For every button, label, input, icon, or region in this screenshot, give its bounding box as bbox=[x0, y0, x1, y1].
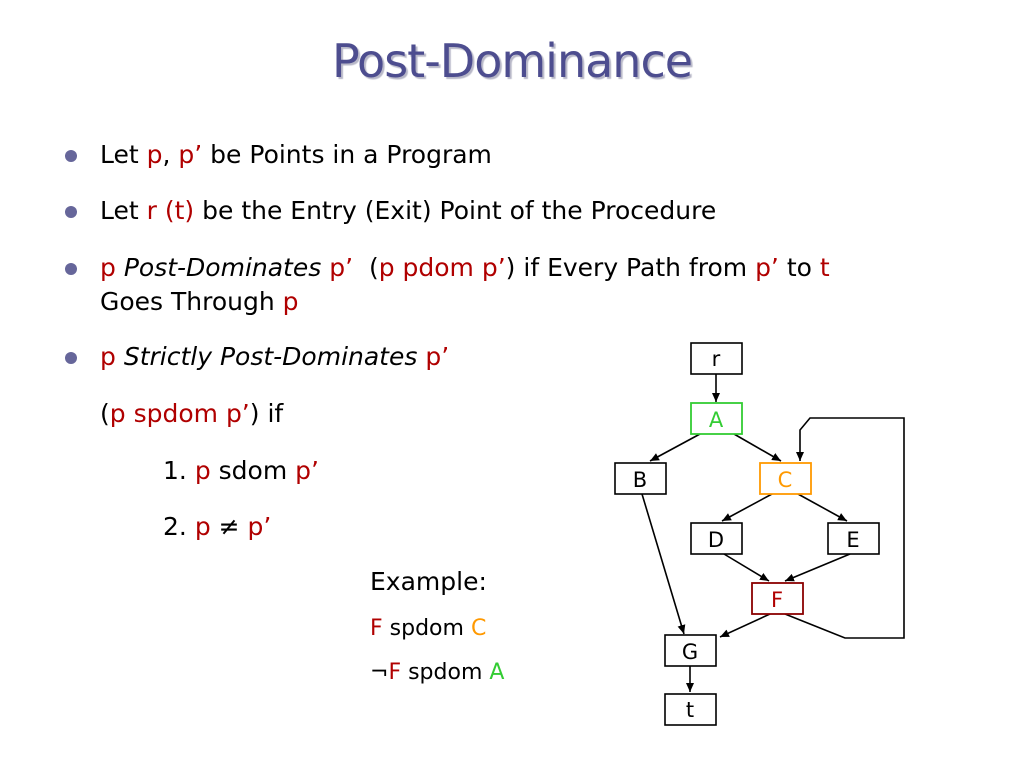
edge-c-d bbox=[721, 493, 773, 522]
text: be Points in a Program bbox=[202, 140, 492, 169]
text: 1. bbox=[163, 456, 195, 485]
var-r-t: r (t) bbox=[146, 196, 195, 225]
node-label: r bbox=[712, 347, 721, 371]
graph-node-r: r bbox=[690, 342, 743, 375]
edge-f-g bbox=[719, 613, 771, 638]
graph-node-c: C bbox=[759, 462, 812, 495]
var-p: p bbox=[194, 512, 211, 541]
text: ( bbox=[100, 399, 110, 428]
term-strictly-post-dominates: Strictly Post-Dominates bbox=[123, 342, 418, 371]
node-label: G bbox=[682, 640, 698, 664]
node-label: C bbox=[778, 468, 793, 492]
bullet-2: Let r (t) be the Entry (Exit) Point of t… bbox=[100, 196, 716, 226]
graph-node-g: G bbox=[664, 634, 717, 667]
node-ref-a: A bbox=[489, 660, 505, 685]
node-label: D bbox=[708, 528, 724, 552]
var-p-prime: p’ bbox=[295, 456, 319, 485]
spdom-definition: (p spdom p’) if bbox=[100, 399, 283, 429]
text: be the Entry (Exit) Point of the Procedu… bbox=[194, 196, 717, 225]
var-p-prime: p’ bbox=[178, 140, 203, 169]
example-line-1: F spdom C bbox=[370, 615, 486, 643]
text: ≠ bbox=[210, 512, 248, 541]
notation-pdom: p pdom p’ bbox=[378, 253, 506, 282]
text: spdom bbox=[382, 616, 471, 641]
node-ref-f: F bbox=[370, 616, 383, 641]
node-label: t bbox=[686, 698, 694, 722]
text: ) if bbox=[249, 399, 284, 428]
bullet-dot bbox=[65, 352, 77, 364]
node-label: B bbox=[633, 468, 647, 492]
var-p: p bbox=[146, 140, 163, 169]
bullet-dot bbox=[65, 206, 77, 218]
bullet-4: p Strictly Post-Dominates p’ bbox=[100, 342, 449, 372]
node-label: A bbox=[709, 408, 724, 432]
var-p-prime: p’ bbox=[247, 512, 272, 541]
text: Let bbox=[100, 140, 147, 169]
var-p-prime: p’ bbox=[329, 253, 354, 282]
edge-f-c bbox=[784, 417, 905, 639]
example-line-2: ¬F spdom A bbox=[370, 659, 504, 687]
graph-node-f: F bbox=[751, 582, 804, 615]
bullet-dot bbox=[65, 263, 77, 275]
text: to bbox=[778, 253, 820, 282]
condition-2: 2. p ≠ p’ bbox=[163, 512, 271, 542]
node-ref-c: C bbox=[470, 616, 487, 641]
var-p: p bbox=[100, 253, 116, 282]
term-post-dominates: Post-Dominates bbox=[123, 253, 322, 282]
bullet-1: Let p, p’ be Points in a Program bbox=[100, 140, 492, 170]
var-p: p bbox=[100, 342, 116, 371]
negation-symbol: ¬ bbox=[370, 660, 389, 685]
text: spdom bbox=[401, 660, 490, 685]
graph-node-t: t bbox=[664, 693, 717, 726]
text: Let bbox=[100, 196, 147, 225]
edge-d-f bbox=[723, 553, 770, 582]
text: , bbox=[162, 140, 179, 169]
example-heading: Example: bbox=[370, 567, 487, 596]
text: 2. bbox=[163, 512, 195, 541]
node-label: E bbox=[846, 528, 859, 552]
edge-a-c bbox=[733, 433, 782, 462]
bullet-3-continuation: Goes Through p bbox=[100, 287, 299, 317]
edge-c-e bbox=[797, 493, 848, 522]
edge-a-b bbox=[649, 433, 701, 462]
text: ) if Every Path from bbox=[505, 253, 756, 282]
var-p: p bbox=[282, 287, 299, 316]
text: sdom bbox=[210, 456, 296, 485]
var-p-prime: p’ bbox=[755, 253, 779, 282]
bullet-3: p Post-Dominates p’ (p pdom p’) if Every… bbox=[100, 253, 830, 283]
text: Goes Through bbox=[100, 287, 283, 316]
node-label: F bbox=[771, 588, 783, 612]
var-p: p bbox=[194, 456, 211, 485]
graph-node-a: A bbox=[690, 402, 743, 435]
text: ( bbox=[353, 253, 379, 282]
graph-edges bbox=[641, 374, 905, 692]
graph-node-b: B bbox=[614, 462, 667, 495]
edge-b-g bbox=[641, 493, 686, 635]
var-p-prime: p’ bbox=[425, 342, 450, 371]
notation-spdom: p spdom p’ bbox=[109, 399, 250, 428]
bullet-dot bbox=[65, 150, 77, 162]
edge-e-f bbox=[784, 553, 851, 582]
node-ref-f: F bbox=[388, 660, 402, 685]
var-t: t bbox=[819, 253, 830, 282]
graph-node-d: D bbox=[690, 522, 743, 555]
slide-title: Post-Dominance bbox=[331, 34, 693, 88]
graph-node-e: E bbox=[827, 522, 880, 555]
condition-1: 1. p sdom p’ bbox=[163, 456, 319, 486]
